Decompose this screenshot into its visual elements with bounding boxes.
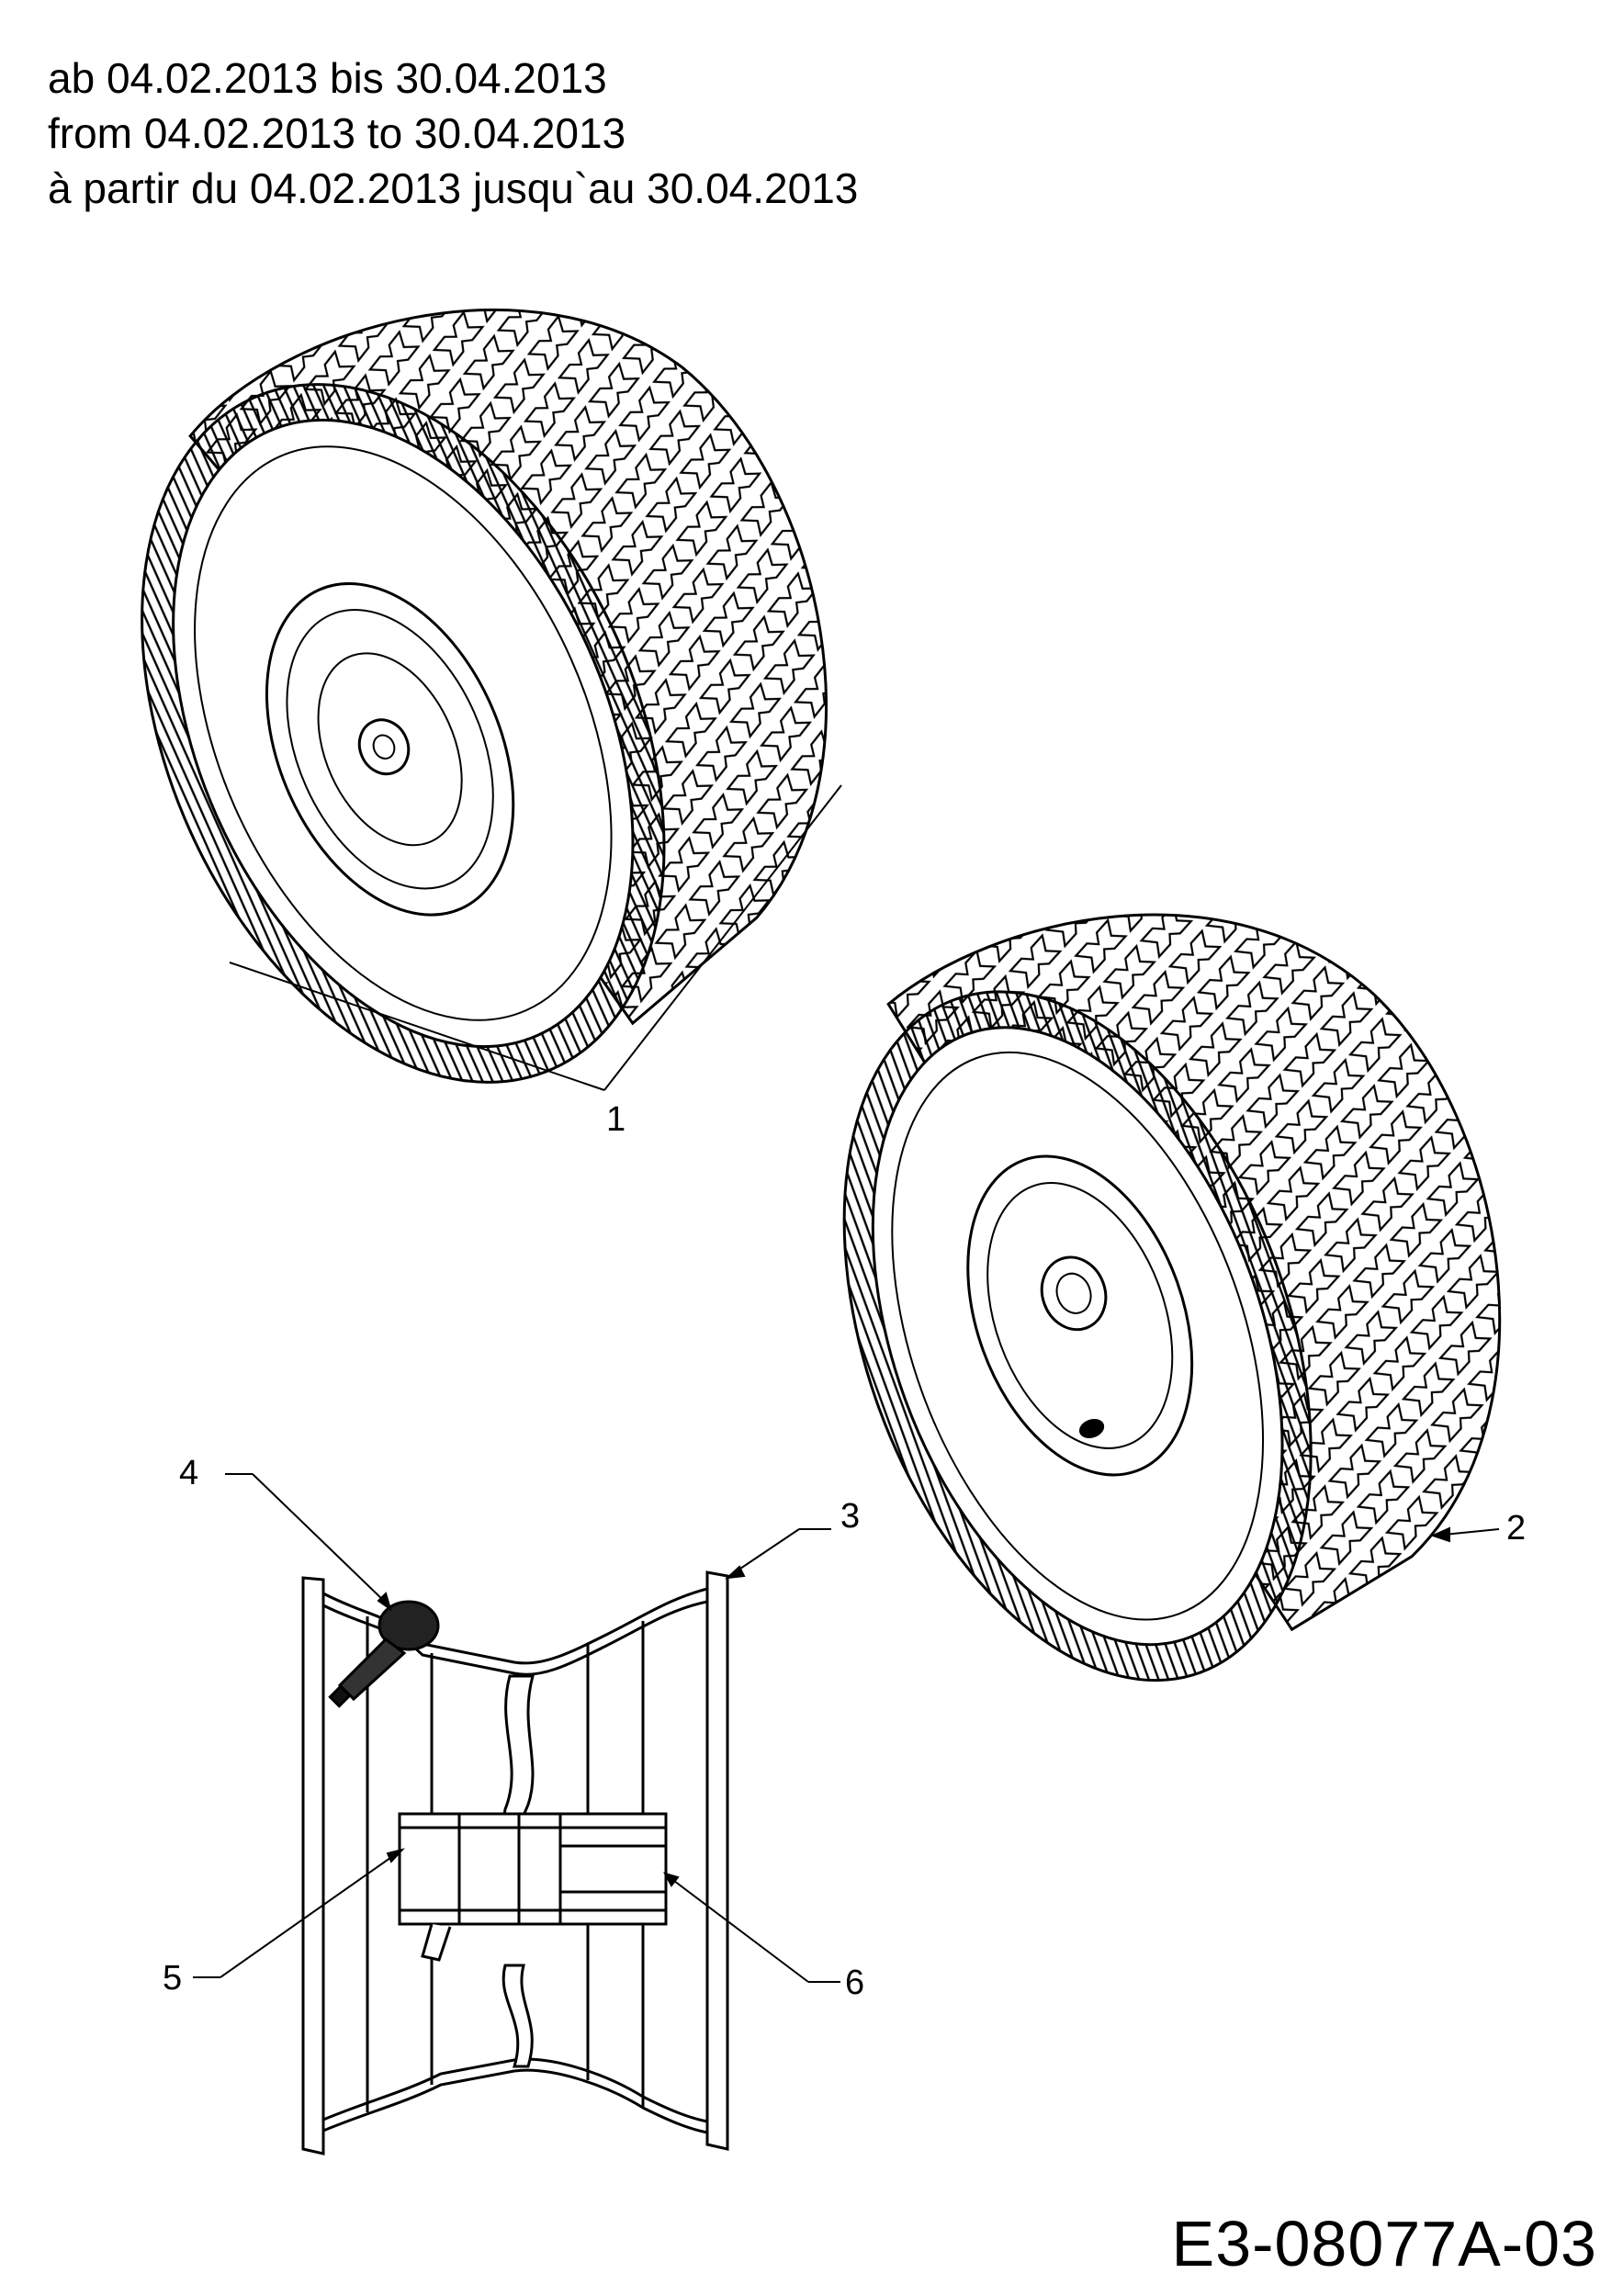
- rim-cross-section: [301, 1570, 729, 2155]
- callout-4: 4: [179, 1454, 199, 1492]
- callout-2: 2: [1506, 1509, 1527, 1548]
- callout-1-bracket: [229, 784, 842, 1091]
- valve-stem-4: [328, 1600, 440, 1708]
- callout-2-leader: [1430, 1526, 1500, 1543]
- validity-line-fr: à partir du 04.02.2013 jusqu`au 30.04.20…: [48, 164, 859, 212]
- callout-3: 3: [840, 1497, 861, 1536]
- callout-leaders: [193, 1473, 840, 1983]
- validity-line-en: from 04.02.2013 to 30.04.2013: [48, 109, 626, 157]
- valve-stem-2: [1078, 1418, 1105, 1439]
- hub-bushing: [398, 1812, 668, 1926]
- validity-dates: ab 04.02.2013 bis 30.04.2013 from 04.02.…: [48, 51, 858, 216]
- callout-5: 5: [163, 1959, 183, 1998]
- callout-1: 1: [606, 1100, 626, 1139]
- wheel-assembly-2: [842, 913, 1502, 1683]
- wheel-assembly-1: [141, 309, 828, 1084]
- drawing-code: E3-08077A-03: [1171, 2208, 1597, 2279]
- validity-line-de: ab 04.02.2013 bis 30.04.2013: [48, 54, 607, 102]
- callout-6: 6: [845, 1964, 865, 2002]
